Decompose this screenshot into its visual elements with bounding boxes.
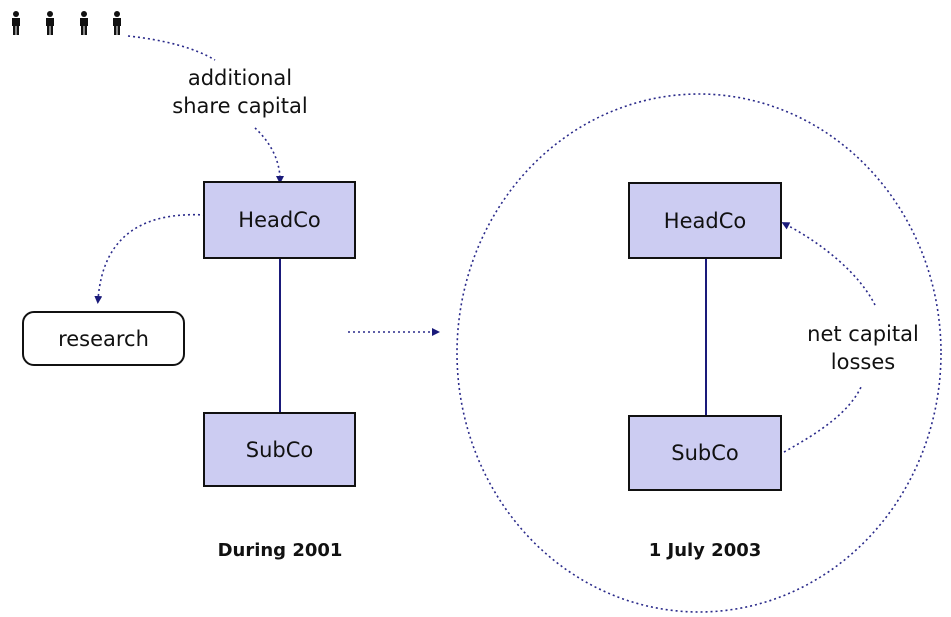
net-capital-losses-annotation: net capital losses — [788, 320, 938, 376]
losses-line-2: losses — [830, 350, 896, 374]
person-icon — [79, 11, 89, 39]
left-subco-box: SubCo — [203, 412, 356, 487]
right-headco-box: HeadCo — [628, 182, 782, 259]
annotation-line-2: share capital — [172, 94, 308, 118]
annotation-line-1: additional — [187, 66, 293, 90]
person-icon — [45, 11, 55, 39]
person-icon — [11, 11, 21, 39]
losses-line-1: net capital — [807, 322, 919, 346]
consolidated-group-circle — [456, 93, 942, 613]
left-scene-caption: During 2001 — [217, 540, 343, 561]
share-capital-annotation: additional share capital — [150, 64, 330, 120]
research-arrow — [94, 213, 206, 304]
losses-arrow-upper — [781, 222, 876, 306]
left-headco-box: HeadCo — [203, 181, 356, 259]
share-capital-arrow — [254, 127, 284, 184]
person-icon — [112, 11, 122, 39]
losses-arrow-lower — [783, 384, 863, 453]
right-subco-box: SubCo — [628, 415, 782, 491]
research-box: research — [22, 311, 185, 366]
right-scene-caption: 1 July 2003 — [648, 540, 762, 561]
shareholders-connector — [127, 35, 216, 61]
